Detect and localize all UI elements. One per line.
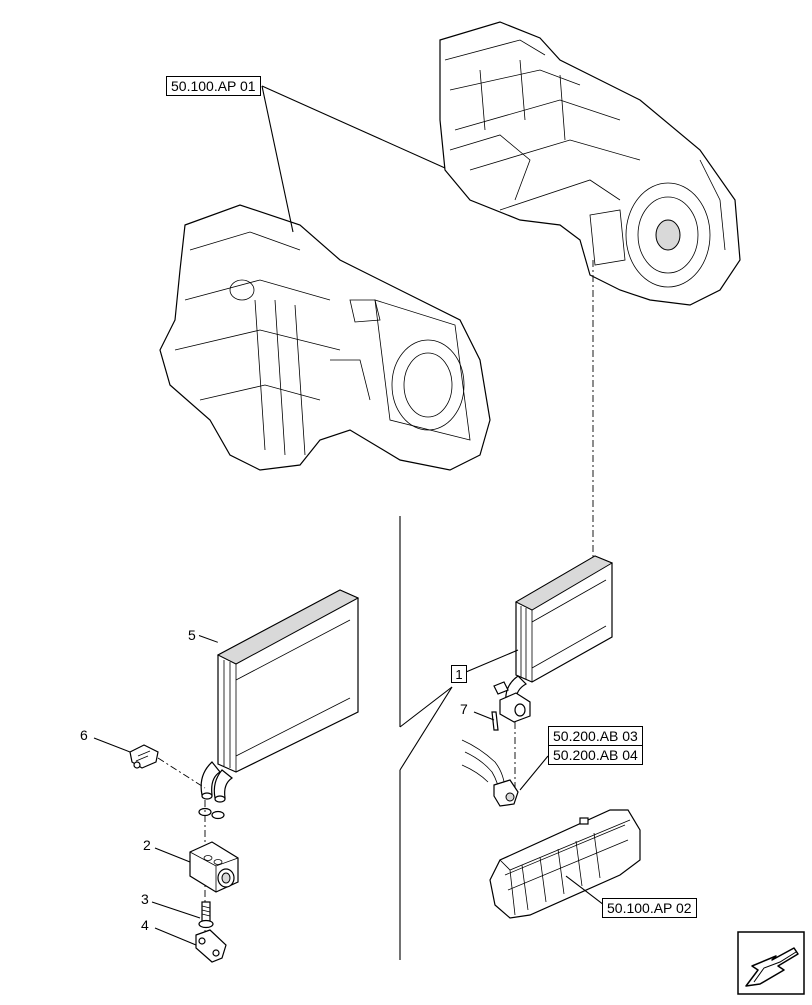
hoses (461, 739, 519, 807)
reference-ab03-link[interactable]: 50.200.AB 03 (548, 726, 643, 746)
next-page-arrow-icon[interactable] (737, 931, 805, 995)
reference-ap02-link[interactable]: 50.100.AP 02 (602, 898, 697, 918)
callout-4: 4 (141, 917, 149, 933)
hvac-housing-lower (159, 204, 491, 471)
callout-6: 6 (80, 727, 88, 743)
callout-3: 3 (141, 891, 149, 907)
callout-2: 2 (143, 837, 151, 853)
reference-ab04-link[interactable]: 50.200.AB 04 (548, 745, 643, 765)
expansion-valve-left (189, 841, 239, 893)
evaporator-case (489, 809, 641, 919)
callout-7: 7 (460, 701, 468, 717)
hvac-housing-upper (439, 21, 741, 306)
callout-5: 5 (188, 627, 196, 643)
item-number-box: 1 (451, 665, 467, 683)
evaporator-core-right (505, 555, 614, 704)
expansion-valve-right (491, 681, 531, 731)
clip-part (129, 744, 159, 769)
evaporator-core-left (200, 589, 360, 803)
reference-ap01-link[interactable]: 50.100.AP 01 (166, 76, 261, 96)
bracket-part (195, 929, 227, 963)
bolt-part (198, 901, 214, 929)
